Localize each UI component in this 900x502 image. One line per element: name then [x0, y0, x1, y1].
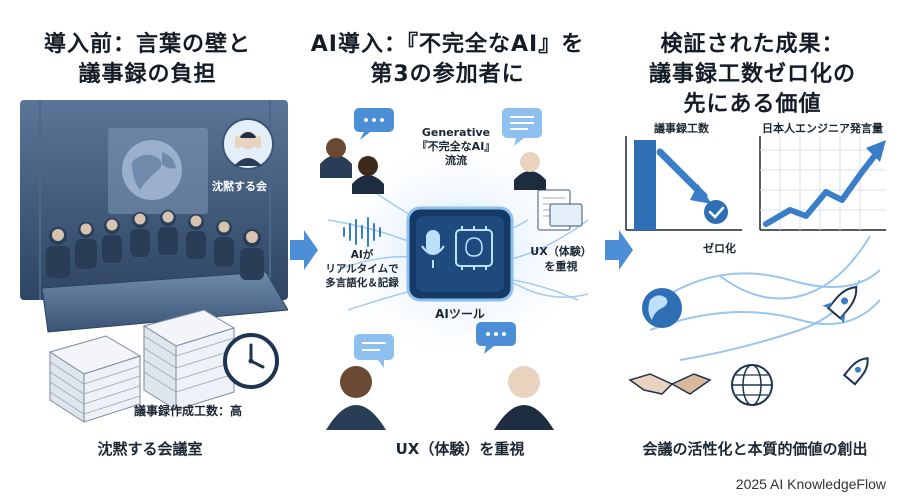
ai-realtime-label: AIが リアルタイムで 多言語化＆記録: [325, 249, 399, 289]
column-title-ai: AI導入：『不完全なAI』を 第3の参加者に: [310, 32, 585, 87]
meeting-room-illustration: [20, 100, 289, 430]
silent-meeting-label: 沈黙する会: [212, 180, 267, 193]
caption-before: 沈黙する会議室: [97, 440, 203, 458]
caption-ai: UX（体験）を重視: [395, 440, 525, 458]
ux-label: UX（体験） を重視: [530, 245, 592, 273]
results-illustration: [620, 100, 890, 430]
minutes-zero-note: ゼロ化: [703, 242, 736, 255]
column-title-before: 導入前：言葉の壁と 議事録の負担: [43, 32, 251, 87]
flow-arrow-2: [605, 230, 633, 270]
generative-label: Generative 『不完全なAI』 流流: [416, 126, 496, 167]
flow-arrow-1: [290, 230, 318, 270]
ai-tool-label: AIツール: [435, 307, 485, 321]
clock-icon: [223, 333, 279, 389]
minutes-workload-chart: [625, 136, 742, 231]
minutes-cost-label: 議事録作成工数：高: [134, 404, 243, 418]
ai-tool-illustration: [318, 100, 603, 430]
column-title-results: 検証された成果： 議事録工数ゼロ化の 先にある価値: [648, 32, 856, 117]
minutes-workload-title: 議事録工数: [654, 122, 709, 135]
caption-results: 会議の活性化と本質的価値の創出: [642, 440, 868, 458]
worried-person-icon: [222, 118, 274, 170]
footer-credit: 2025 AI KnowledgeFlow: [735, 476, 886, 492]
speaking-volume-chart: [759, 136, 886, 231]
speaking-volume-title: 日本人エンジニア発言量: [762, 122, 883, 135]
